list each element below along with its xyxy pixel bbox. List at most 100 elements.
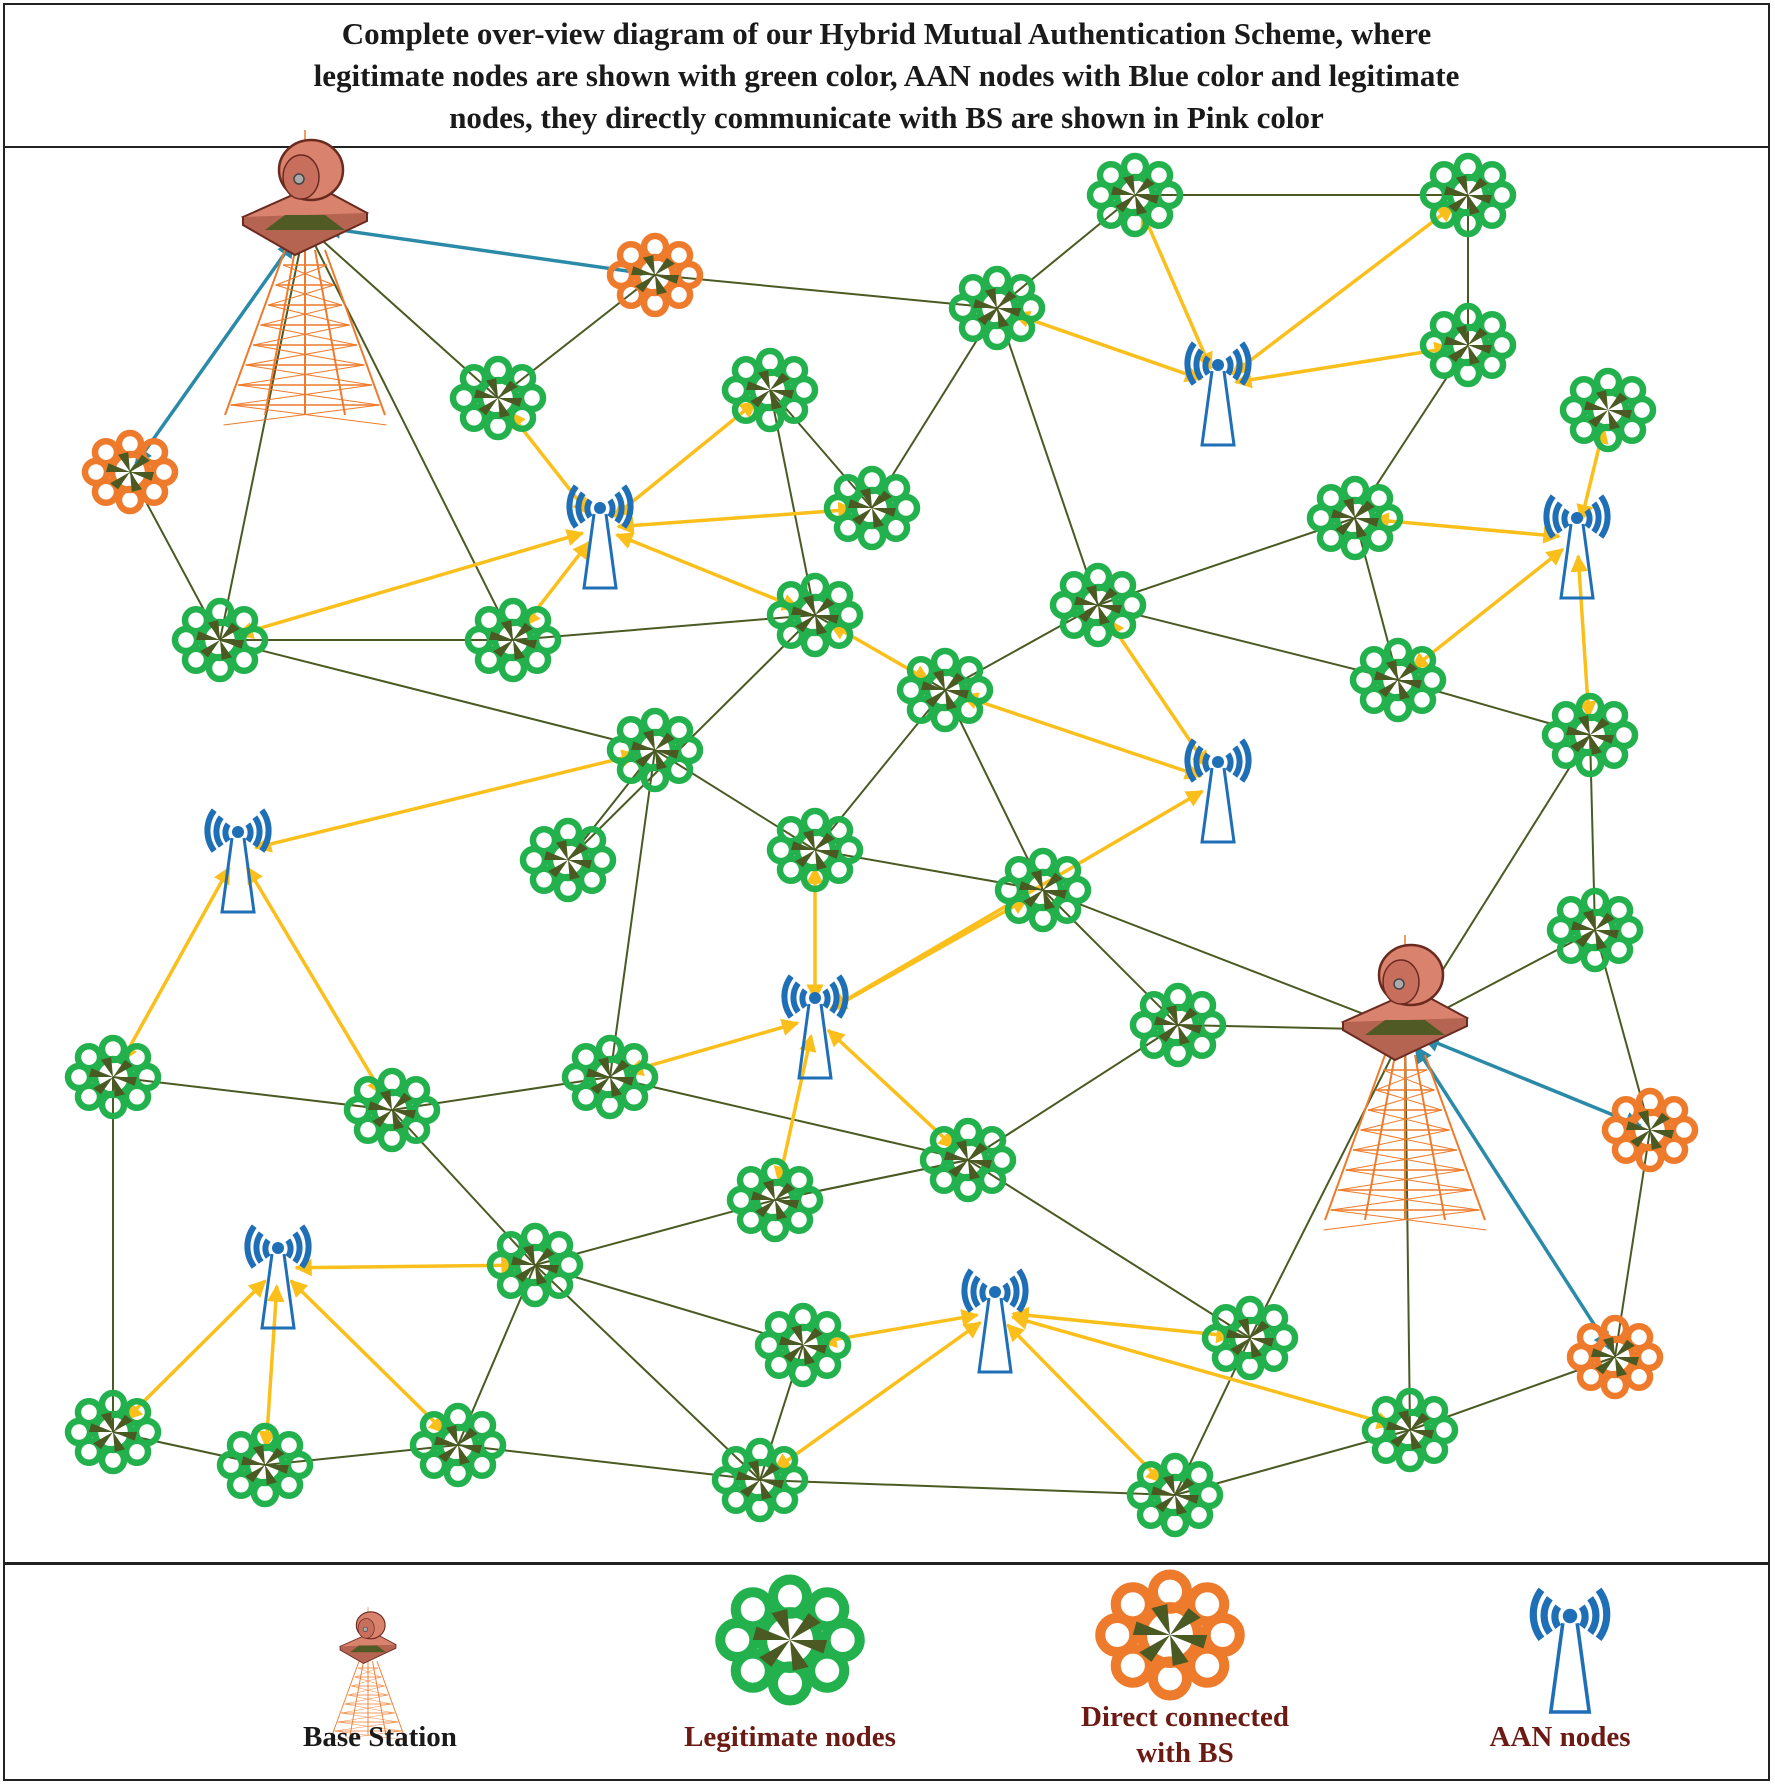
- direct-node-o2: [81, 429, 179, 515]
- aan-node-a8: [961, 1268, 1029, 1374]
- edge-g22-g26: [967, 1024, 1179, 1161]
- legitimate-node-g30: [1201, 1295, 1299, 1381]
- arrow-a2-g4: [1234, 341, 1452, 389]
- edge-g8-g15: [1354, 517, 1399, 681]
- edge-g14-g19: [814, 689, 946, 851]
- edge-g3-g10: [996, 307, 1099, 606]
- edge-g30-bs2: [1249, 1029, 1406, 1339]
- edge-g28-g29: [534, 1264, 804, 1346]
- edge-g26-g30: [967, 1159, 1251, 1339]
- aan-node-a4: [1184, 738, 1252, 844]
- edge-g25-g24: [391, 1076, 611, 1111]
- legitimate-node-g8: [1306, 475, 1404, 561]
- legitimate-node-g27: [726, 1157, 824, 1243]
- edge-g10-g14: [944, 604, 1099, 691]
- legitimate-node-g19: [766, 807, 864, 893]
- arrow-a5-g17: [253, 749, 640, 853]
- arrow-a5-g23: [120, 866, 231, 1063]
- arrow-a7-g33: [289, 1279, 447, 1434]
- legend-icons: [331, 1569, 1611, 1741]
- legitimate-node-g17: [606, 707, 704, 793]
- arrow-a8-g36: [1010, 1312, 1395, 1430]
- edge-g20-g22: [1042, 889, 1179, 1026]
- title-line-3: nodes, they directly communicate with BS…: [449, 99, 1324, 135]
- arrow-a1-g13: [615, 532, 800, 611]
- bs-link-o3-bs2: [1421, 1035, 1643, 1129]
- legitimate-node-g16: [1541, 692, 1639, 778]
- legitimate-node-g28: [486, 1222, 584, 1308]
- arrow-a1-g12: [522, 540, 591, 628]
- legend-label-aan: AAN nodes: [1489, 1721, 1631, 1753]
- arrow-a2-g3: [1012, 310, 1203, 383]
- legend-base-station-icon: [331, 1607, 405, 1741]
- legitimate-node-g22: [1129, 982, 1227, 1068]
- arrow-a7-g31: [124, 1279, 267, 1421]
- arrow-a2-g1: [1140, 209, 1213, 371]
- legitimate-node-g31: [64, 1389, 162, 1475]
- legitimate-node-g26: [919, 1117, 1017, 1203]
- legitimate-node-g33: [409, 1402, 507, 1488]
- edge-g17-g19: [654, 749, 816, 851]
- edge-g27-g26: [774, 1159, 969, 1201]
- legend-label-direct-1: Direct connected: [1080, 1701, 1290, 1733]
- legend-direct-icon: [1095, 1569, 1245, 1701]
- title-box: Complete over-view diagram of our Hybrid…: [3, 3, 1770, 148]
- bs-link-o1-bs1: [323, 221, 647, 281]
- bs-link-o4-bs2: [1414, 1045, 1612, 1351]
- legitimate-node-g6: [449, 355, 547, 441]
- legitimate-node-g20: [994, 847, 1092, 933]
- edge-g28-g34: [534, 1264, 761, 1481]
- legitimate-node-g7: [721, 347, 819, 433]
- base-station-bs1: [223, 130, 387, 426]
- legitimate-node-g32: [216, 1422, 314, 1508]
- legitimate-node-g3: [948, 265, 1046, 351]
- edge-bs1-g12: [304, 224, 514, 641]
- aan-node-a6: [781, 974, 849, 1080]
- edge-g8-g10: [1097, 517, 1356, 606]
- legitimate-node-g25: [561, 1034, 659, 1120]
- legitimate-node-g10: [1049, 562, 1147, 648]
- edge-g33-g34: [457, 1444, 761, 1481]
- legitimate-node-g12: [464, 597, 562, 683]
- arrow-a5-g24: [245, 865, 385, 1097]
- arrow-a8-g35: [1006, 1323, 1164, 1484]
- legitimate-node-g9: [823, 465, 921, 551]
- legitimate-node-g23: [64, 1034, 162, 1120]
- arrow-a3-g15: [1410, 547, 1565, 671]
- legitimate-node-g1: [1086, 152, 1184, 238]
- legitimate-node-g21: [1546, 887, 1644, 973]
- arrow-a6-g20: [829, 897, 1029, 1011]
- legitimate-node-g4: [1419, 302, 1517, 388]
- arrow-a3-g8: [1371, 512, 1561, 544]
- edge-g11-g17: [219, 639, 656, 751]
- legitimate-node-g2: [1419, 152, 1517, 238]
- edge-o1-g3: [654, 274, 998, 309]
- edge-g10-g15: [1097, 604, 1399, 681]
- arrow-a6-g26: [826, 1028, 957, 1150]
- arrow-a3-g16: [1570, 554, 1597, 719]
- arrow-a4-g14: [960, 692, 1203, 780]
- edge-g7-g9: [769, 389, 873, 509]
- legend-label-base-station: Base Station: [303, 1721, 457, 1753]
- node-layer: [64, 130, 1699, 1538]
- edge-layer: [112, 194, 1651, 1496]
- legend-label-legitimate: Legitimate nodes: [684, 1721, 896, 1753]
- direct-node-o3: [1601, 1087, 1699, 1173]
- edge-g3-g1: [996, 194, 1136, 309]
- legitimate-node-g24: [343, 1067, 441, 1153]
- arrow-a8-g34: [773, 1321, 982, 1471]
- legitimate-node-g11: [171, 597, 269, 683]
- legend-area: [3, 1563, 1770, 1781]
- edge-g24-g28: [391, 1109, 536, 1266]
- bs-link-o2-bs1: [134, 239, 295, 466]
- legitimate-node-g29: [754, 1302, 852, 1388]
- legitimate-node-g18: [519, 817, 617, 903]
- title-line-1: Complete over-view diagram of our Hybrid…: [341, 15, 1432, 51]
- edge-g25-g26: [609, 1076, 969, 1161]
- arrow-a6-g25: [625, 1018, 800, 1077]
- aan-node-a1: [566, 484, 634, 590]
- edge-g34-g35: [759, 1479, 1176, 1496]
- aan-node-a3: [1543, 494, 1611, 600]
- legitimate-node-g5: [1559, 367, 1657, 453]
